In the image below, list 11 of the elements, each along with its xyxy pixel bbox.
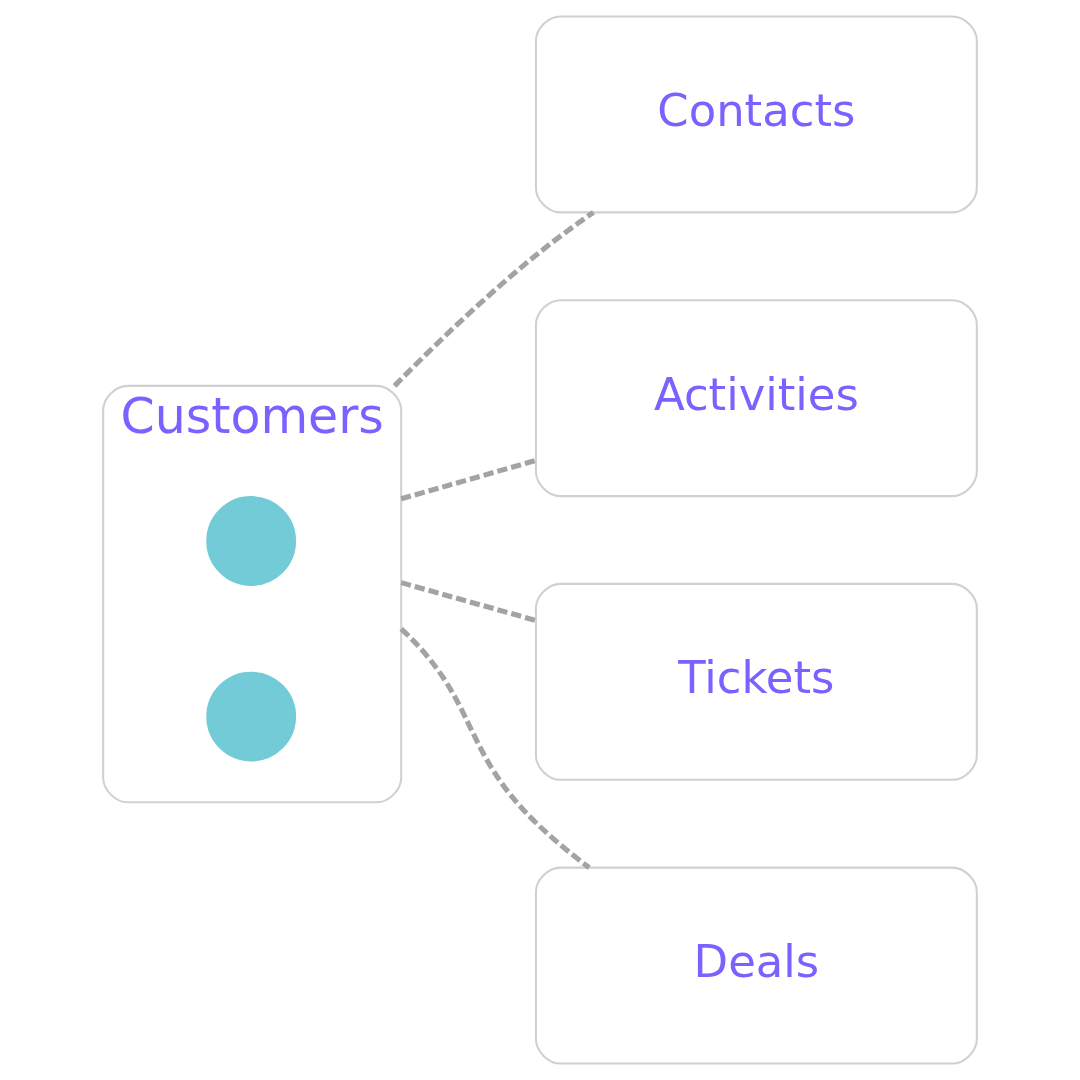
connector [400,580,537,623]
connector [400,457,537,502]
node-box: Tickets [534,582,978,781]
cluster: Customers [102,384,403,804]
node-person [206,496,297,586]
node-person [206,671,297,762]
node-box: Contacts [534,15,978,214]
node-box: Deals [534,866,978,1065]
connector [399,627,591,870]
node-box: Activities [534,299,978,498]
connector [392,210,595,388]
